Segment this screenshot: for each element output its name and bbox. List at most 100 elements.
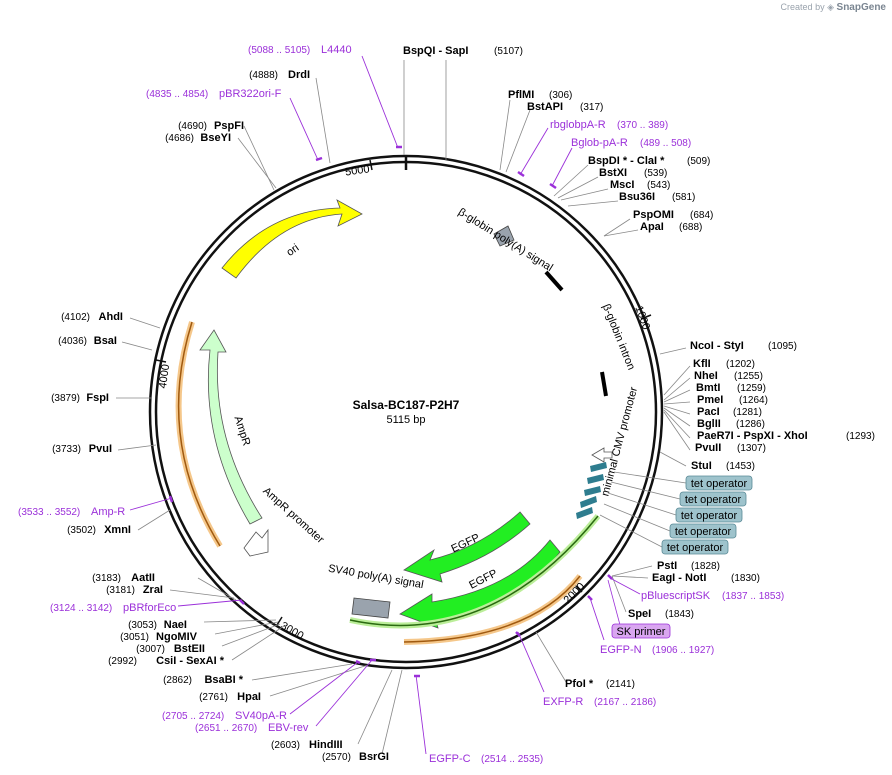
site-connectors: [116, 60, 691, 755]
svg-text:rbglobpA-R: rbglobpA-R: [550, 119, 606, 131]
svg-text:(3733): (3733): [52, 444, 81, 455]
primer-label-egfp-c: EGFP-C(2514 .. 2535): [429, 753, 543, 765]
svg-text:(509): (509): [687, 156, 710, 167]
svg-text:BmtI: BmtI: [696, 382, 720, 394]
svg-text:(1281): (1281): [733, 407, 762, 418]
site-label-ngomiv: NgoMIV(3051): [120, 631, 198, 643]
site-label-bstapi: BstAPI(317): [527, 101, 603, 113]
svg-text:BsaI: BsaI: [94, 335, 117, 347]
snapgene-logo-icon: ◈: [827, 2, 835, 12]
svg-text:(4888): (4888): [249, 70, 278, 81]
site-label-stui: StuI(1453): [691, 460, 755, 472]
svg-text:HpaI: HpaI: [237, 691, 261, 703]
svg-text:BseYI: BseYI: [200, 132, 231, 144]
tet-operator-box-2: tet operator: [679, 491, 747, 507]
primer-label-l4440: L4440(5088 .. 5105): [248, 44, 352, 56]
svg-text:(2570): (2570): [322, 752, 351, 763]
site-label-xmni: XmnI(3502): [67, 524, 131, 536]
svg-text:NgoMIV: NgoMIV: [156, 631, 198, 643]
site-label-pvuii: PvuII(1307): [695, 442, 766, 454]
site-label-drdi: DrdI (4888): [249, 69, 310, 81]
svg-text:BstEII: BstEII: [174, 643, 205, 655]
site-label-nhei: NheI(1255): [694, 370, 763, 382]
primer-label-ebv-rev: EBV-rev(2651 .. 2670): [195, 722, 309, 734]
tet-operator-box-1: tet operator: [685, 475, 753, 491]
svg-text:(489 .. 508): (489 .. 508): [640, 138, 691, 149]
bglobin-polya-feature: β-globin poly(A) signal: [456, 206, 555, 274]
svg-text:(2705 .. 2724): (2705 .. 2724): [162, 711, 224, 722]
svg-text:BstAPI: BstAPI: [527, 101, 563, 113]
site-label-hpai: HpaI(2761): [199, 691, 261, 703]
svg-text:BstXI: BstXI: [599, 167, 627, 179]
site-label-paer7i: PaeR7I - PspXI - XhoI(1293): [697, 430, 875, 442]
site-label-kfli: KflI(1202): [693, 358, 755, 370]
svg-text:(306): (306): [549, 90, 572, 101]
site-label-bsu36i: Bsu36I(581): [619, 191, 695, 203]
svg-text:pBluescriptSK: pBluescriptSK: [641, 590, 711, 602]
svg-text:EGFP-C: EGFP-C: [429, 753, 471, 765]
svg-text:4000: 4000: [157, 363, 172, 389]
svg-text:β-globin intron: β-globin intron: [600, 302, 637, 371]
svg-text:PaeR7I - PspXI - XhoI: PaeR7I - PspXI - XhoI: [697, 430, 808, 442]
svg-text:(4102): (4102): [61, 312, 90, 323]
tick-1000: 1000: [632, 304, 652, 331]
site-label-bseyi: BseYI (4686): [165, 132, 231, 144]
svg-text:pBR322ori-F: pBR322ori-F: [219, 88, 282, 100]
site-label-ncoi: NcoI - StyI(1095): [690, 340, 797, 352]
svg-text:CsiI - SexAI *: CsiI - SexAI *: [156, 655, 225, 667]
primer-label-rbglobpa-r: rbglobpA-R (370 .. 389): [550, 119, 668, 131]
site-label-naei: NaeI(3053): [128, 619, 187, 631]
svg-text:tet operator: tet operator: [691, 478, 748, 490]
svg-text:SV40pA-R: SV40pA-R: [235, 710, 287, 722]
svg-text:StuI: StuI: [691, 460, 712, 472]
svg-text:tet operator: tet operator: [667, 542, 724, 554]
primer-markers: [168, 145, 613, 678]
svg-text:AmpR: AmpR: [232, 415, 253, 448]
svg-text:EBV-rev: EBV-rev: [268, 722, 309, 734]
site-label-bsrgi: BsrGI(2570): [322, 751, 389, 763]
svg-text:EXFP-R: EXFP-R: [543, 696, 583, 708]
svg-text:(2862): (2862): [163, 675, 192, 686]
site-label-paci: PacI(1281): [697, 406, 762, 418]
site-label-fspi: FspI(3879): [51, 392, 109, 404]
svg-text:(1830): (1830): [731, 573, 760, 584]
backbone-outer-ring: [148, 154, 664, 670]
svg-text:tet operator: tet operator: [675, 526, 732, 538]
svg-text:(1202): (1202): [726, 359, 755, 370]
svg-text:Amp-R: Amp-R: [91, 506, 125, 518]
svg-text:(3533 .. 3552): (3533 .. 3552): [18, 507, 80, 518]
svg-text:(1286): (1286): [736, 419, 765, 430]
svg-text:BglII: BglII: [697, 418, 721, 430]
ampr-feature: AmpR: [199, 329, 263, 525]
site-label-bglii: BglII (1286): [697, 418, 765, 430]
svg-text:NheI: NheI: [694, 370, 718, 382]
site-label-eagi: EagI - NotI(1830): [652, 572, 760, 584]
plasmid-size: 5115 bp: [387, 414, 426, 426]
svg-text:3000: 3000: [278, 620, 305, 643]
primer-label-amp-r: Amp-R (3533 .. 3552): [18, 506, 125, 518]
svg-text:(370 .. 389): (370 .. 389): [617, 120, 668, 131]
svg-text:ori: ori: [284, 242, 301, 259]
site-label-bspqi: BspQI - SapI(5107): [403, 45, 523, 57]
svg-text:pBRforEco: pBRforEco: [123, 602, 176, 614]
site-label-psti: PstI(1828): [657, 560, 720, 572]
site-label-aatii: AatII(3183): [92, 572, 155, 584]
svg-text:L4440: L4440: [321, 44, 352, 56]
svg-text:tet operator: tet operator: [685, 494, 742, 506]
svg-text:PmeI: PmeI: [697, 394, 723, 406]
primer-label-sv40pa-r: SV40pA-R (2705 .. 2724): [162, 710, 287, 722]
tick-4000: 4000: [155, 359, 172, 389]
svg-text:PfoI *: PfoI *: [565, 678, 594, 690]
svg-text:(4686): (4686): [165, 133, 194, 144]
svg-text:DrdI: DrdI: [288, 69, 310, 81]
svg-text:(1843): (1843): [665, 609, 694, 620]
svg-text:(2992): (2992): [108, 656, 137, 667]
site-label-bsai: BsaI(4036): [58, 335, 117, 347]
svg-text:β-globin poly(A) signal: β-globin poly(A) signal: [456, 206, 555, 274]
primer-label-exfp-r: EXFP-R(2167 .. 2186): [543, 696, 656, 708]
site-label-pvui: PvuI(3733): [52, 443, 112, 455]
site-label-csii: CsiI - SexAI * (2992): [108, 655, 225, 667]
svg-text:MscI: MscI: [610, 179, 634, 191]
plasmid-name: Salsa-BC187-P2H7: [353, 398, 460, 412]
